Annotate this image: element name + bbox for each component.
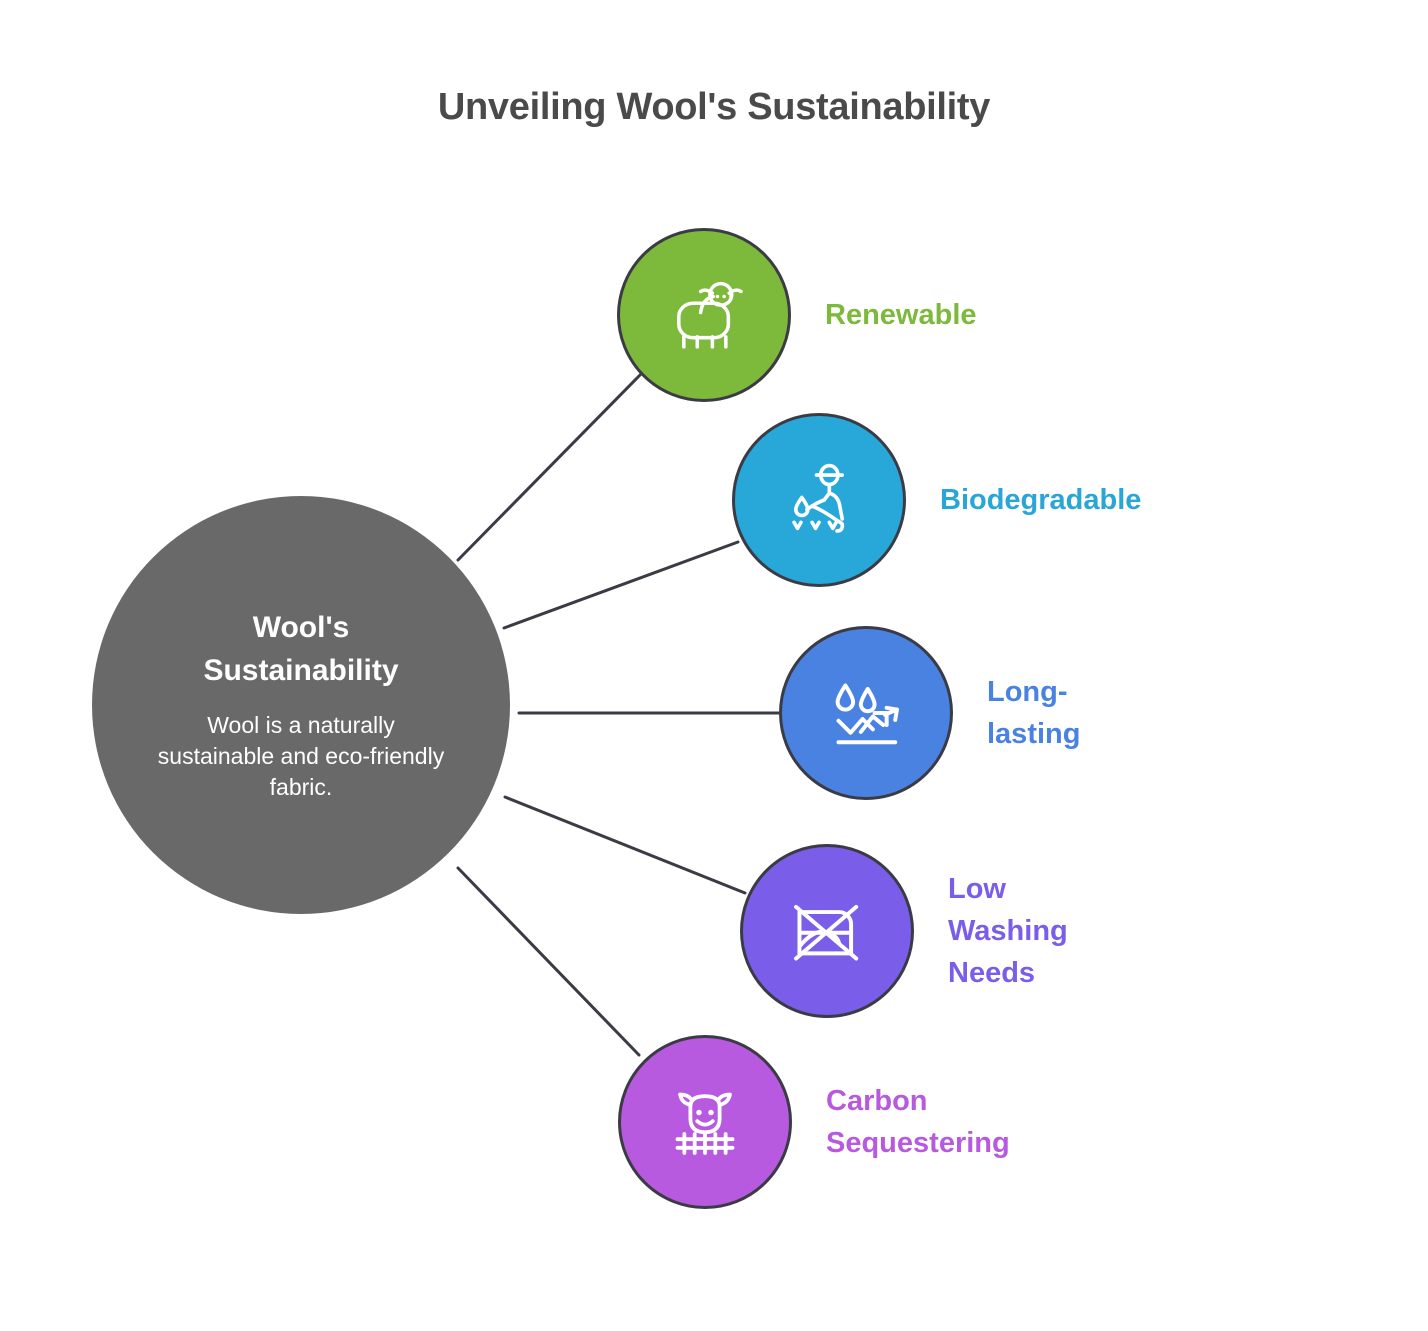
page-title: Unveiling Wool's Sustainability <box>437 86 991 128</box>
sheep-icon <box>662 273 746 357</box>
water-repellent-icon <box>823 670 909 756</box>
node-biodegradable-circle[interactable] <box>732 413 906 587</box>
node-renewable-circle[interactable] <box>617 228 791 402</box>
node-low-washing-needs-label: Low Washing Needs <box>948 872 1068 990</box>
node-low-washing-needs[interactable]: Low Washing Needs <box>740 844 1068 1018</box>
node-renewable[interactable]: Renewable <box>617 228 977 402</box>
node-long-lasting[interactable]: Long-lasting <box>779 626 1080 800</box>
no-wash-icon <box>784 888 870 974</box>
node-low-washing-needs-circle[interactable] <box>740 844 914 1018</box>
node-carbon-sequestering[interactable]: Carbon Sequestering <box>618 1035 1010 1209</box>
connector-renewable <box>456 373 642 562</box>
connector-carbon <box>456 866 641 1057</box>
node-long-lasting-label: Long-lasting <box>987 675 1081 750</box>
node-carbon-sequestering-circle[interactable] <box>618 1035 792 1209</box>
connector-biodegradable <box>502 540 740 630</box>
livestock-fence-icon <box>662 1079 748 1165</box>
node-biodegradable[interactable]: Biodegradable <box>732 413 1141 587</box>
node-renewable-label: Renewable <box>825 298 977 331</box>
farmer-planting-icon <box>776 457 862 543</box>
node-long-lasting-circle[interactable] <box>779 626 953 800</box>
central-node-description: Wool is a naturally sustainable and eco-… <box>157 711 445 800</box>
central-node-title: Wool's Sustainability <box>203 611 399 687</box>
node-biodegradable-label: Biodegradable <box>940 483 1142 516</box>
node-carbon-sequestering-label: Carbon Sequestering <box>826 1084 1010 1159</box>
central-node[interactable]: Wool's Sustainability Wool is a naturall… <box>92 496 510 914</box>
connector-low-washing <box>503 795 747 895</box>
